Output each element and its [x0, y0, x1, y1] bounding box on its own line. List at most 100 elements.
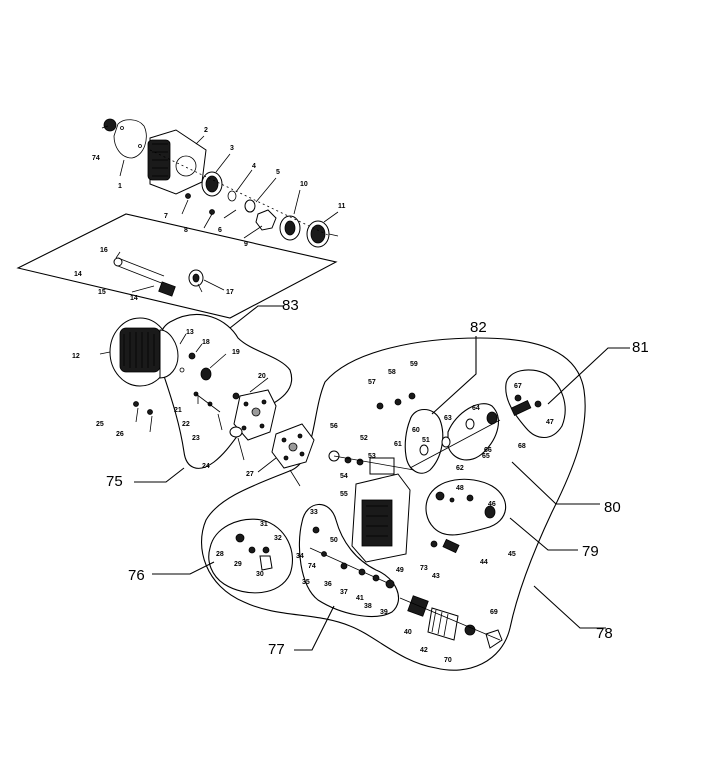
part-57-59-row [376, 392, 416, 410]
label-9: 9 [244, 241, 248, 248]
group-80-outline [447, 403, 499, 461]
part-40-42-69-row [399, 595, 503, 649]
label-17: 17 [226, 289, 234, 296]
label-33: 33 [310, 509, 318, 516]
label-7: 7 [164, 213, 168, 220]
part-64-66-parts [465, 411, 498, 430]
label-75: 75 [106, 473, 123, 490]
label-82: 82 [470, 319, 487, 336]
label-79: 79 [582, 543, 599, 560]
group-78-outline [201, 337, 586, 671]
label-47: 47 [546, 419, 554, 426]
label-38: 38 [364, 603, 372, 610]
part-17-cap [188, 269, 204, 287]
label-77: 77 [268, 641, 285, 658]
label-65: 65 [482, 453, 490, 460]
label-76: 76 [128, 567, 145, 584]
label-30: 30 [256, 571, 264, 578]
label-55: 55 [340, 491, 348, 498]
label-5: 5 [276, 169, 280, 176]
label-63: 63 [444, 415, 452, 422]
label-59: 59 [410, 361, 418, 368]
part-27-plate [271, 423, 315, 469]
part-3-bearing [201, 171, 223, 197]
label-68: 68 [518, 443, 526, 450]
label-29: 29 [234, 561, 242, 568]
label-50: 50 [330, 537, 338, 544]
label-11: 11 [338, 203, 346, 210]
label-8: 8 [184, 227, 188, 234]
label-70: 70 [444, 657, 452, 664]
part-labels: 74 1 2 3 4 5 6 7 8 9 10 11 16 14 15 14 1… [72, 127, 649, 664]
label-34: 34 [296, 553, 304, 560]
label-41: 41 [356, 595, 364, 602]
part-16-rod [113, 257, 165, 285]
group-77-outline [298, 503, 400, 618]
label-27: 27 [246, 471, 254, 478]
label-73: 73 [420, 565, 428, 572]
part-33-39-row [309, 526, 395, 589]
part-5-seal [244, 199, 256, 213]
part-74-washer [103, 118, 117, 132]
group-75-outline [158, 314, 293, 469]
label-19: 19 [232, 349, 240, 356]
label-52: 52 [360, 435, 368, 442]
part-28-32-parts [235, 533, 273, 571]
part-43-73-parts [430, 538, 460, 554]
part-20-24-plate [229, 389, 277, 441]
part-67-68-spring [510, 394, 542, 416]
label-16: 16 [100, 247, 108, 254]
part-10-bearing [279, 215, 301, 241]
label-20: 20 [258, 373, 266, 380]
label-61: 61 [394, 441, 402, 448]
label-18: 18 [202, 339, 210, 346]
label-51: 51 [422, 437, 430, 444]
part-60-63-row [409, 419, 501, 469]
label-46: 46 [488, 501, 496, 508]
part-4-ring [227, 190, 237, 202]
label-13: 13 [186, 329, 194, 336]
label-62: 62 [456, 465, 464, 472]
label-10: 10 [300, 181, 308, 188]
part-2-housing [147, 129, 207, 195]
label-80: 80 [604, 499, 621, 516]
label-36: 36 [324, 581, 332, 588]
label-4: 4 [252, 163, 256, 170]
part-11-bearing [306, 220, 339, 248]
label-45: 45 [508, 551, 516, 558]
group-83-outline [16, 213, 338, 319]
label-22: 22 [182, 421, 190, 428]
label-24: 24 [202, 463, 210, 470]
part-12-housing [109, 317, 179, 387]
label-69: 69 [490, 609, 498, 616]
label-67: 67 [514, 383, 522, 390]
label-12: 12 [72, 353, 80, 360]
part-14-spring [158, 281, 176, 297]
label-48: 48 [456, 485, 464, 492]
label-49: 49 [396, 567, 404, 574]
label-58: 58 [388, 369, 396, 376]
part-7-screw [185, 193, 191, 199]
top-stack-axis [149, 149, 331, 237]
leader-lines [99, 125, 630, 651]
label-14a: 14 [74, 271, 82, 278]
label-35: 35 [302, 579, 310, 586]
label-74b: 74 [308, 563, 316, 570]
part-51-56-row [328, 450, 415, 475]
valve-body [351, 473, 411, 563]
label-37: 37 [340, 589, 348, 596]
label-40: 40 [404, 629, 412, 636]
label-25: 25 [96, 421, 104, 428]
part-25-26-screws [133, 401, 153, 415]
label-64: 64 [472, 405, 480, 412]
label-14b: 14 [130, 295, 138, 302]
label-66: 66 [484, 447, 492, 454]
label-39: 39 [380, 609, 388, 616]
label-15: 15 [98, 289, 106, 296]
label-57: 57 [368, 379, 376, 386]
label-32: 32 [274, 535, 282, 542]
label-2: 2 [204, 127, 208, 134]
label-81: 81 [632, 339, 649, 356]
label-28: 28 [216, 551, 224, 558]
